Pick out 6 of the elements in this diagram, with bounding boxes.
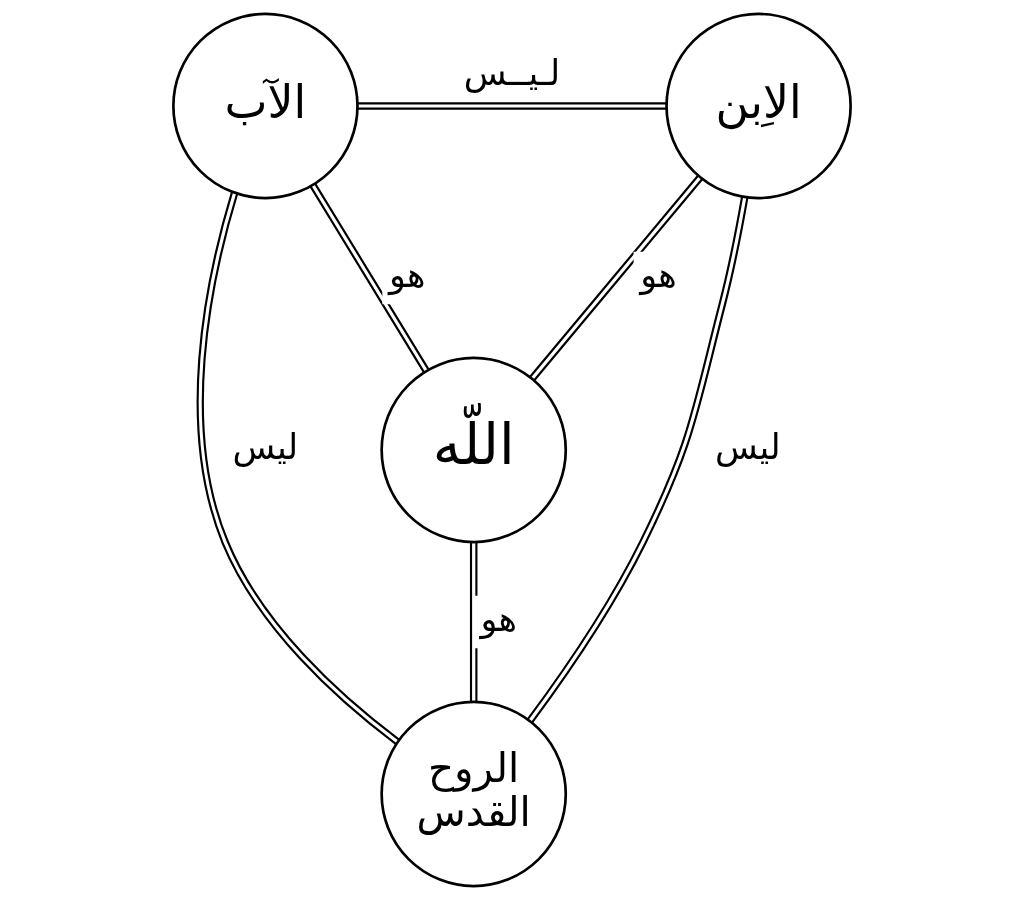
edge-label: هو xyxy=(640,255,677,296)
edge-label: لـيــس xyxy=(463,52,561,93)
edge-label: ليس xyxy=(714,427,781,468)
edge-label: هو xyxy=(389,255,426,296)
edge-label: هو xyxy=(480,599,517,640)
edge-label: ليس xyxy=(232,427,299,468)
